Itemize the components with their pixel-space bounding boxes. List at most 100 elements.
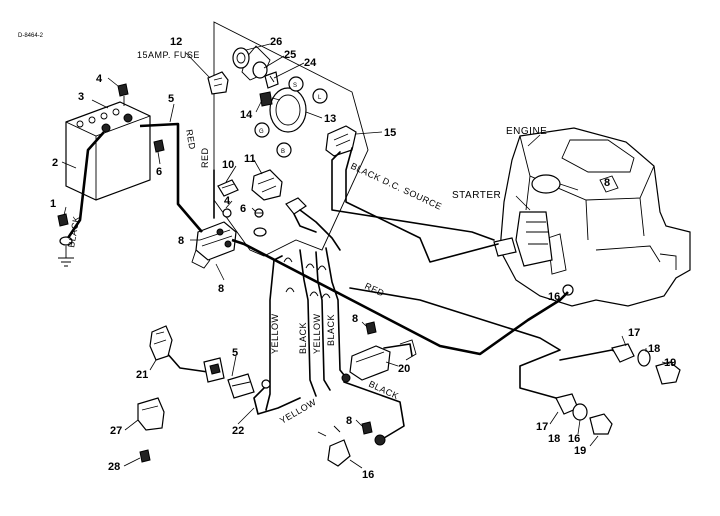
screw-8-seat bbox=[365, 321, 377, 335]
drawing-number: D-8464-2 bbox=[18, 33, 44, 39]
part-number-5-lower: 5 bbox=[232, 347, 238, 359]
wire-label-red-main: RED bbox=[363, 281, 386, 299]
screw-8-bottom bbox=[361, 421, 373, 435]
wire-black-ground bbox=[66, 131, 105, 239]
part-number-8-base: 8 bbox=[218, 283, 224, 295]
fuse-label: 15AMP. FUSE bbox=[137, 50, 200, 60]
wire-label-black-right: BLACK bbox=[326, 314, 336, 346]
screw-6-battery bbox=[153, 139, 165, 153]
wire-yellow-bottom bbox=[253, 385, 301, 415]
part-number-17-upper: 17 bbox=[628, 327, 640, 339]
screw-28 bbox=[139, 449, 151, 463]
part-number-4-battery: 4 bbox=[96, 73, 103, 85]
part-number-20: 20 bbox=[398, 363, 410, 375]
part-number-14: 14 bbox=[240, 109, 253, 121]
part-number-8-solenoid: 8 bbox=[178, 235, 184, 247]
wire-label-black-bottom: BLACK bbox=[367, 379, 400, 402]
ignition-switch bbox=[232, 45, 307, 133]
wire-black-dc-source bbox=[345, 147, 499, 263]
headlight-lower bbox=[555, 393, 613, 435]
part-number-16-lower: 16 bbox=[568, 433, 580, 445]
part-number-25: 25 bbox=[284, 49, 296, 61]
part-number-2: 2 bbox=[52, 157, 58, 169]
wire-red-battery bbox=[139, 122, 203, 233]
part-number-26: 26 bbox=[270, 36, 282, 48]
part-number-6-battery: 6 bbox=[156, 166, 162, 178]
part-number-11: 11 bbox=[244, 153, 256, 165]
switch-terminal-s: S bbox=[288, 76, 304, 92]
part-number-15: 15 bbox=[384, 127, 396, 139]
wire-label-black-mid: BLACK bbox=[298, 322, 308, 354]
wire-black-bottom bbox=[343, 381, 405, 439]
ground-bolt bbox=[57, 213, 74, 267]
wire-label-yellow-mid: YELLOW bbox=[312, 313, 322, 354]
svg-text:G: G bbox=[259, 129, 264, 135]
part-number-4-switch: 4 bbox=[224, 195, 231, 207]
part-number-18-lower: 18 bbox=[548, 433, 560, 445]
starter-label: STARTER bbox=[452, 190, 501, 201]
part-number-3: 3 bbox=[78, 91, 84, 103]
part-number-5-red: 5 bbox=[168, 93, 174, 105]
wire-yellow-left bbox=[265, 255, 283, 411]
wire-label-black-dc-source: BLACK D.C. SOURCE bbox=[349, 161, 443, 212]
connector-seat-terminal bbox=[341, 373, 351, 383]
wire-harness-ring bbox=[293, 213, 317, 233]
pto-switch-21 bbox=[149, 325, 173, 361]
wire-label-red-battery: RED bbox=[184, 129, 197, 151]
fuse-holder bbox=[207, 71, 229, 95]
wire-red-main bbox=[231, 238, 569, 356]
part-number-10: 10 bbox=[222, 159, 234, 171]
terminal-22 bbox=[261, 379, 271, 389]
svg-text:L: L bbox=[318, 95, 322, 101]
wire-black-mid bbox=[299, 249, 317, 397]
switch-terminal-b: B bbox=[276, 142, 292, 158]
plug-16-bottom bbox=[317, 425, 386, 467]
plug-left-connector bbox=[285, 197, 307, 215]
part-number-13: 13 bbox=[324, 113, 336, 125]
part-number-22: 22 bbox=[232, 425, 244, 437]
wire-light-branch bbox=[559, 349, 623, 361]
part-number-18-upper: 18 bbox=[648, 343, 660, 355]
part-number-1: 1 bbox=[50, 198, 56, 210]
part-number-24: 24 bbox=[304, 57, 317, 69]
part-number-21: 21 bbox=[136, 369, 148, 381]
connector-5-lower bbox=[227, 373, 255, 399]
wire-label-red-switch: RED bbox=[200, 147, 210, 168]
part-number-28: 28 bbox=[108, 461, 120, 473]
part-number-8-seat: 8 bbox=[352, 313, 358, 325]
part-11 bbox=[251, 169, 283, 201]
leader-lines bbox=[61, 43, 671, 469]
headlight-upper bbox=[611, 343, 681, 385]
starter-solenoid bbox=[191, 221, 237, 269]
part-number-16-bottom: 16 bbox=[362, 469, 374, 481]
part-number-19-lower: 19 bbox=[574, 445, 586, 457]
part-number-12: 12 bbox=[170, 36, 182, 48]
battery bbox=[65, 101, 151, 201]
wire-pto bbox=[165, 351, 209, 373]
part-number-17-lower: 17 bbox=[536, 421, 548, 433]
wire-black-right bbox=[325, 247, 349, 381]
wire-label-yellow-bottom: YELLOW bbox=[278, 397, 318, 426]
wire-seat-switch bbox=[383, 343, 413, 357]
part-number-19-upper: 19 bbox=[664, 357, 676, 369]
starter-motor bbox=[515, 211, 553, 267]
part-10 bbox=[217, 179, 239, 197]
wire-dc-source-branch bbox=[331, 151, 495, 241]
part-number-6-switch: 6 bbox=[240, 203, 246, 215]
washer-8 bbox=[253, 227, 267, 237]
part-number-27: 27 bbox=[110, 425, 122, 437]
wire-harness-dash bbox=[299, 209, 341, 251]
bracket-27 bbox=[137, 397, 165, 431]
seat-switch bbox=[349, 339, 417, 381]
wire-light-harness bbox=[349, 287, 563, 407]
wire-crossings bbox=[283, 257, 331, 299]
svg-text:S: S bbox=[293, 83, 297, 89]
part-number-8-engine: 8 bbox=[604, 177, 610, 189]
part-number-16-mid: 16 bbox=[548, 291, 560, 303]
engine-label: ENGINE bbox=[506, 126, 547, 137]
connector-plug-a bbox=[203, 357, 225, 383]
starter-plug bbox=[493, 237, 517, 257]
battery-bolt bbox=[117, 83, 129, 106]
svg-text:B: B bbox=[281, 149, 285, 155]
